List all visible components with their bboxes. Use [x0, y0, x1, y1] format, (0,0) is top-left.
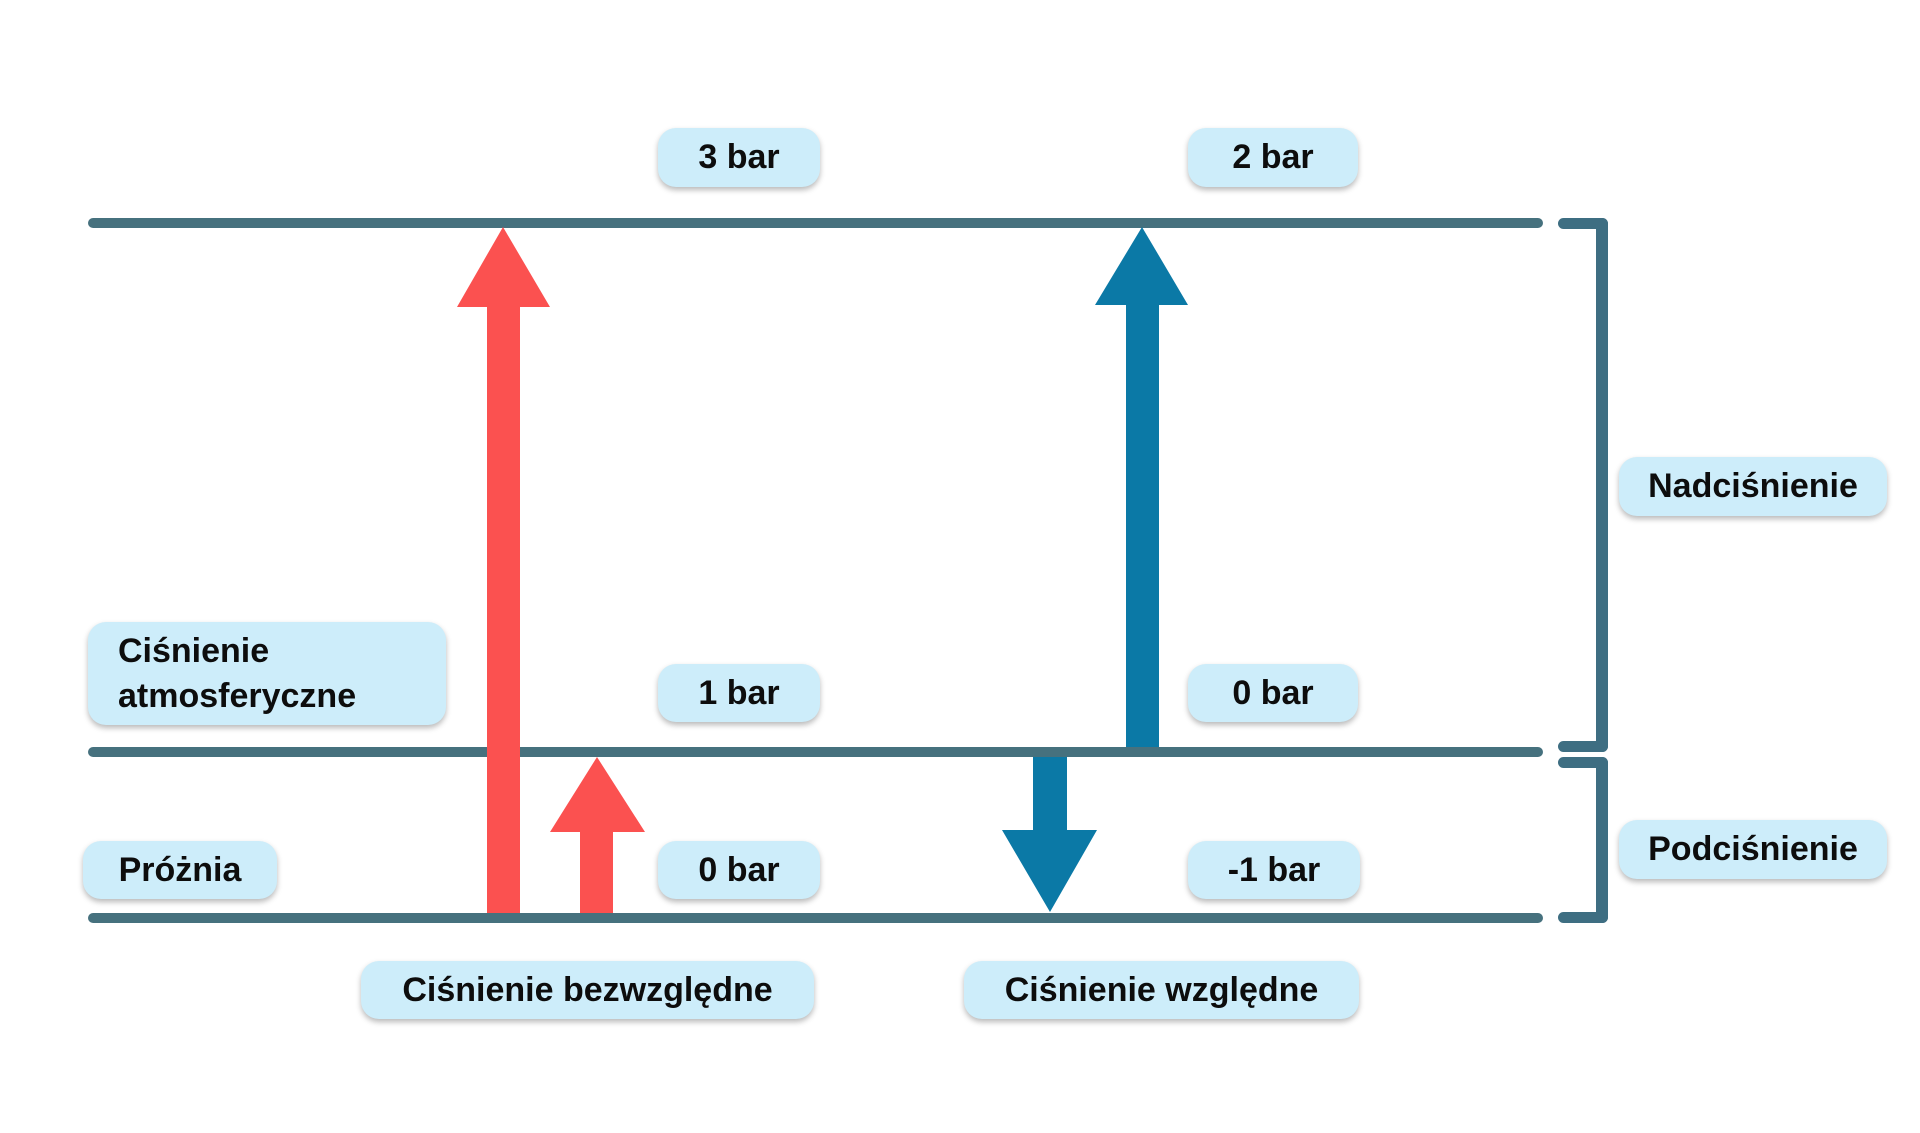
overpressure-bracket-stem: [1596, 218, 1608, 752]
up-arrow-icon-relative-2bar: [1095, 227, 1188, 747]
value-label-0bar-relative: 0 bar: [1188, 664, 1358, 722]
value-label-2bar: 2 bar: [1188, 128, 1358, 187]
atmospheric-pressure-label-line1: Ciśnienie: [118, 631, 270, 670]
overpressure-label: Nadciśnienie: [1619, 457, 1887, 516]
atmospheric-pressure-label-line2: atmosferyczne: [118, 676, 357, 715]
value-label-3bar: 3 bar: [658, 128, 820, 187]
value-label-minus1bar: -1 bar: [1188, 841, 1360, 899]
vacuum-line: [88, 913, 1543, 923]
underpressure-bracket-stem: [1596, 757, 1608, 923]
value-label-1bar: 1 bar: [658, 664, 820, 722]
relative-pressure-axis-label: Ciśnienie względne: [964, 961, 1359, 1019]
vacuum-label: Próżnia: [83, 841, 277, 899]
atmospheric-pressure-label: Ciśnienie atmosferyczne: [88, 622, 446, 725]
up-arrow-icon-absolute-3bar: [457, 227, 550, 913]
atmospheric-pressure-line: [88, 747, 1543, 757]
underpressure-bracket-bottom-arm: [1558, 912, 1608, 923]
overpressure-bracket-top-arm: [1558, 218, 1608, 229]
underpressure-bracket-top-arm: [1558, 757, 1608, 768]
value-label-0bar-absolute: 0 bar: [658, 841, 820, 899]
underpressure-label: Podciśnienie: [1619, 820, 1887, 879]
up-arrow-icon-absolute-1bar: [550, 757, 645, 913]
down-arrow-icon-relative-minus1bar: [1002, 757, 1097, 912]
absolute-pressure-axis-label: Ciśnienie bezwzględne: [361, 961, 814, 1019]
overpressure-bracket-bottom-arm: [1558, 741, 1608, 752]
top-pressure-line: [88, 218, 1543, 228]
